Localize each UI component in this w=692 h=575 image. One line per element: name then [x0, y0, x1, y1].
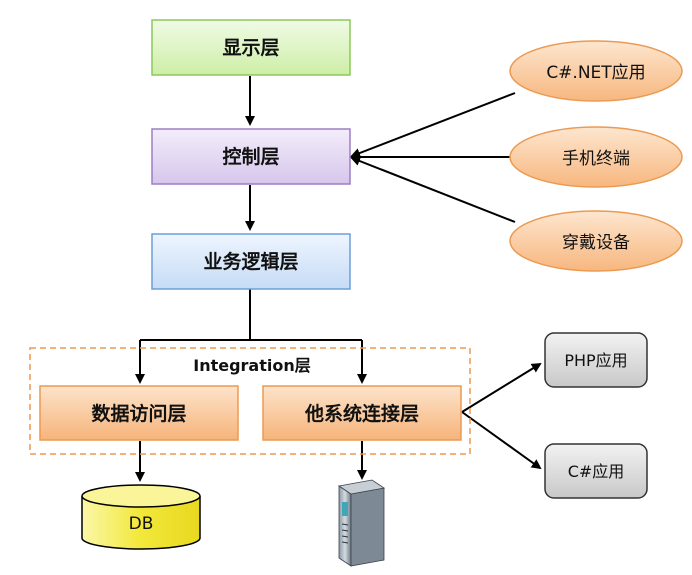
business-layer-label: 业务逻辑层: [203, 250, 298, 273]
external-php-label: PHP应用: [564, 351, 627, 370]
external-php-app: PHP应用: [544, 332, 648, 388]
arrow-other-system-to-csharp: [461, 411, 542, 470]
arrow-wearable-to-control: [350, 156, 516, 223]
client-csharpnet-label: C#.NET应用: [546, 63, 645, 83]
integration-group: Integration层: [29, 347, 471, 455]
client-mobile-label: 手机终端: [562, 149, 630, 169]
external-csharp-label: C#应用: [568, 462, 625, 481]
client-wearable: 穿戴设备: [509, 210, 683, 272]
other-system-label: 他系统连接层: [304, 402, 419, 425]
control-layer: 控制层: [151, 128, 351, 185]
business-to-integration-branch: [140, 289, 362, 341]
business-layer: 业务逻辑层: [151, 233, 351, 290]
control-layer-label: 控制层: [222, 145, 279, 168]
display-layer: 显示层: [151, 19, 351, 76]
integration-title: Integration层: [193, 356, 311, 375]
client-mobile: 手机终端: [509, 126, 683, 188]
client-wearable-label: 穿戴设备: [562, 233, 630, 253]
external-csharp-app: C#应用: [544, 443, 648, 499]
database-label: DB: [129, 514, 154, 534]
arrow-csharpnet-to-control: [350, 92, 516, 158]
arrow-other-system-to-php: [461, 362, 542, 413]
other-system-layer: 他系统连接层: [262, 385, 462, 441]
database-cylinder: DB: [81, 484, 201, 550]
connectors: [135, 76, 542, 482]
client-csharpnet: C#.NET应用: [509, 40, 683, 102]
server-icon: [337, 479, 386, 567]
data-access-label: 数据访问层: [91, 402, 186, 425]
display-layer-label: 显示层: [222, 37, 279, 59]
data-access-layer: 数据访问层: [39, 385, 239, 441]
